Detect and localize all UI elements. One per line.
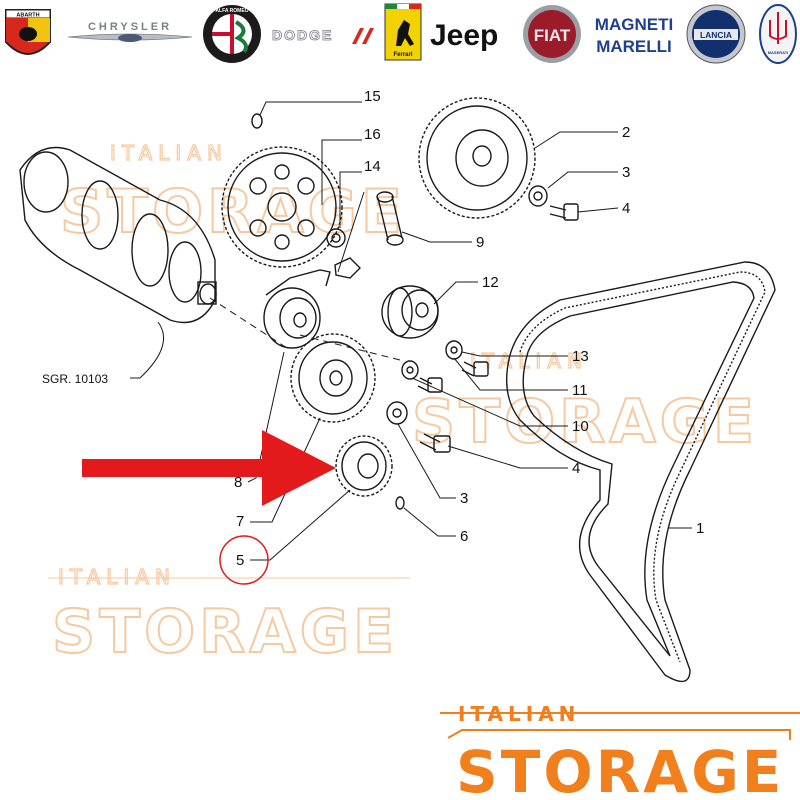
- pin-9: [376, 191, 404, 246]
- red-arrow: [82, 430, 336, 506]
- callout-7: 7: [236, 513, 244, 530]
- lancia-wordmark: LANCIA: [700, 30, 732, 40]
- camshaft-pulley-left: [221, 146, 343, 268]
- crankshaft-leader: [130, 321, 165, 379]
- ferrari-wordmark: Ferrari: [393, 52, 412, 58]
- ferrari-logo: Ferrari: [384, 3, 422, 61]
- callout-2: 2: [622, 124, 630, 141]
- tensioner-8: [263, 269, 331, 349]
- washer-11: [401, 360, 419, 380]
- callout-13: 13: [572, 348, 589, 365]
- dashed-axis-crank: [209, 297, 291, 351]
- callout-11: 11: [572, 382, 588, 399]
- watermark-top-big: STORAGE: [60, 177, 406, 247]
- alfa-romeo-logo: ALFA ROMEO: [203, 5, 261, 63]
- abarth-logo: ABARTH: [5, 9, 51, 55]
- pulley-7: [290, 333, 376, 423]
- key-6: [395, 496, 405, 510]
- crank-pulley-5: [335, 435, 393, 497]
- callout-16: 16: [364, 126, 381, 143]
- bracket-14: [334, 257, 361, 279]
- fiat-wordmark: FIAT: [534, 26, 571, 45]
- brand-logo-strip: ABARTH CHRYSLER ALFA ROMEO DODGE: [5, 3, 797, 64]
- maserati-wordmark: MASERATI: [768, 50, 789, 55]
- callout-4-mid: 4: [572, 460, 580, 477]
- fiat-logo: FIAT: [523, 5, 581, 63]
- alfa-romeo-wordmark: ALFA ROMEO: [215, 8, 248, 14]
- callout-numbers: 15 16 14 2 3 4 9 12 13 11 10 4 3 6 1 8 7…: [234, 88, 704, 569]
- maserati-logo: MASERATI: [759, 4, 797, 64]
- watermark-bottom: ITALIAN STORAGE: [48, 564, 410, 668]
- brand-footer: ITALIAN STORAGE: [440, 702, 800, 800]
- brand-footer-small: ITALIAN: [458, 702, 580, 726]
- bolt-4-mid: [419, 433, 451, 453]
- highlight-circle: [219, 535, 269, 585]
- chrysler-logo: CHRYSLER: [67, 21, 193, 42]
- watermark-bottom-big: STORAGE: [52, 597, 398, 667]
- lancia-logo: LANCIA: [686, 4, 746, 64]
- abarth-wordmark: ABARTH: [16, 13, 39, 19]
- callout-6: 6: [460, 528, 468, 545]
- callout-3-top: 3: [622, 164, 630, 181]
- callout-1: 1: [696, 520, 704, 537]
- jeep-logo: Jeep: [430, 19, 498, 52]
- camshaft-pulley-right: [418, 97, 536, 219]
- key-15: [251, 113, 263, 129]
- nut-16: [326, 228, 346, 248]
- callout-9: 9: [476, 234, 484, 251]
- callout-8: 8: [234, 474, 242, 491]
- callout-15: 15: [364, 88, 381, 105]
- callout-10: 10: [572, 418, 589, 435]
- magneti-wordmark: MAGNETI: [595, 15, 673, 34]
- idler-12: [381, 285, 439, 339]
- watermark-top-small: ITALIAN: [110, 141, 228, 165]
- washer-3-top: [528, 185, 548, 207]
- timing-belt: [505, 261, 776, 683]
- reference-label: SGR. 10103: [42, 372, 108, 386]
- washer-3-mid: [386, 401, 408, 425]
- callout-14: 14: [364, 158, 381, 175]
- dodge-wordmark: DODGE: [272, 27, 333, 43]
- watermark-bottom-small: ITALIAN: [58, 565, 176, 589]
- callout-3-mid: 3: [460, 490, 468, 507]
- bracket-14-leader: [337, 191, 365, 273]
- dodge-logo: DODGE: [272, 27, 374, 44]
- watermark-middle: ITALIAN STORAGE: [411, 348, 758, 458]
- callout-12: 12: [482, 274, 499, 291]
- marelli-wordmark: MARELLI: [596, 37, 672, 56]
- callout-5: 5: [236, 552, 244, 569]
- brand-footer-big: STORAGE: [456, 738, 784, 800]
- magneti-marelli-logo: MAGNETI MARELLI: [595, 15, 673, 56]
- crankshaft: [19, 146, 217, 324]
- watermark-middle-big: STORAGE: [412, 387, 758, 457]
- chrysler-wordmark: CHRYSLER: [88, 21, 172, 33]
- bolt-4-top: [549, 203, 579, 221]
- callout-4-top: 4: [622, 200, 630, 217]
- washer-13: [445, 340, 463, 360]
- bolt-13: [461, 361, 489, 377]
